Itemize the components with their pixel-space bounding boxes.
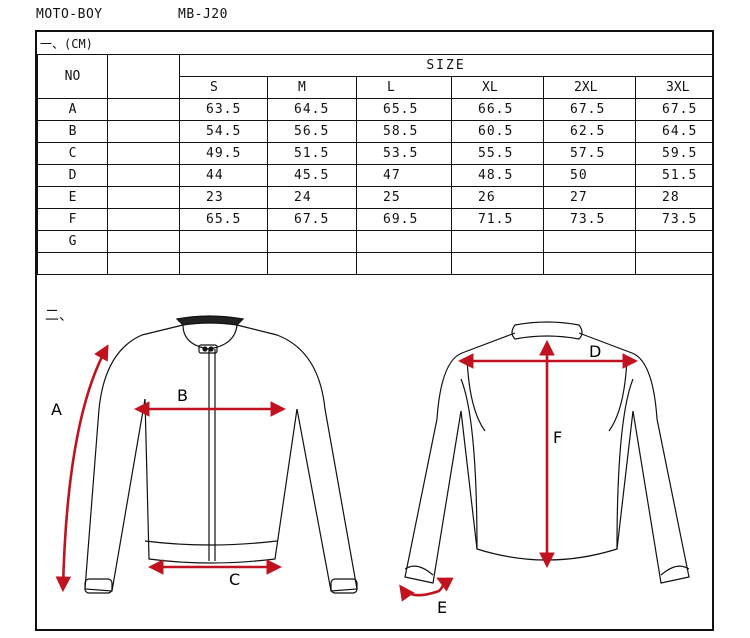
jacket-front <box>84 315 358 594</box>
brand-name: MOTO-BOY <box>36 7 103 22</box>
measurement-cell: 73.5 <box>635 208 713 231</box>
measurement-cell: 66.5 <box>451 98 544 121</box>
jacket-diagram: A B C D E F <box>51 315 690 617</box>
row-blank-cell <box>107 120 180 143</box>
measurement-cell: 67.5 <box>543 98 636 121</box>
row-blank-cell <box>107 98 180 121</box>
row-label: G <box>37 230 108 253</box>
measurement-cell: 59.5 <box>635 142 713 165</box>
row-blank-cell <box>107 252 180 275</box>
row-label: C <box>37 142 108 165</box>
measurement-cell: 56.5 <box>267 120 357 143</box>
row-blank-cell <box>107 164 180 187</box>
size-header: SIZE <box>179 54 713 77</box>
measurement-cell: 64.5 <box>635 120 713 143</box>
table-row <box>37 252 713 275</box>
measurement-cell: 24 <box>267 186 357 209</box>
row-blank-cell <box>107 142 180 165</box>
label-c: C <box>229 570 240 589</box>
row-label: B <box>37 120 108 143</box>
measurement-cell <box>356 252 452 275</box>
measurement-cell <box>356 230 452 253</box>
measurement-arrows <box>55 339 639 602</box>
measurement-cell: 60.5 <box>451 120 544 143</box>
measurement-cell <box>179 252 268 275</box>
measurement-cell <box>635 252 713 275</box>
measurement-cell <box>543 230 636 253</box>
measurement-cell: 44 <box>179 164 268 187</box>
model-number: MB-J20 <box>178 7 228 22</box>
measurement-cell: 67.5 <box>267 208 357 231</box>
measurement-cell: 58.5 <box>356 120 452 143</box>
label-b: B <box>177 386 188 405</box>
measurement-cell: 57.5 <box>543 142 636 165</box>
measurement-cell: 50 <box>543 164 636 187</box>
measurement-cell: 55.5 <box>451 142 544 165</box>
label-f: F <box>553 428 562 447</box>
measurement-cell <box>267 230 357 253</box>
measurement-cell: 73.5 <box>543 208 636 231</box>
measurement-cell: 54.5 <box>179 120 268 143</box>
size-col-m: M <box>267 76 357 99</box>
measurement-cell <box>543 252 636 275</box>
measurement-cell: 48.5 <box>451 164 544 187</box>
row-label: D <box>37 164 108 187</box>
row-label: F <box>37 208 108 231</box>
measurement-cell: 51.5 <box>267 142 357 165</box>
measurement-cell: 69.5 <box>356 208 452 231</box>
measurement-cell: 26 <box>451 186 544 209</box>
measurement-cell: 49.5 <box>179 142 268 165</box>
label-d: D <box>589 342 601 361</box>
measurement-cell: 45.5 <box>267 164 357 187</box>
section2-title: 二、 <box>45 308 73 324</box>
measurement-cell: 28 <box>635 186 713 209</box>
measurement-cell: 67.5 <box>635 98 713 121</box>
measurement-cell: 51.5 <box>635 164 713 187</box>
row-blank-cell <box>107 230 180 253</box>
measurement-cell: 47 <box>356 164 452 187</box>
measurement-cell: 62.5 <box>543 120 636 143</box>
measurement-cell: 71.5 <box>451 208 544 231</box>
blank-header <box>107 54 180 99</box>
row-blank-cell <box>107 208 180 231</box>
arrow-e <box>399 577 454 602</box>
measurement-cell <box>267 252 357 275</box>
label-e: E <box>437 598 447 617</box>
arrow-a <box>55 344 109 593</box>
row-blank-cell <box>107 186 180 209</box>
measurement-cell <box>451 252 544 275</box>
section1-title: 一、(CM) <box>40 37 93 51</box>
measurement-cell: 63.5 <box>179 98 268 121</box>
size-col-s: S <box>179 76 268 99</box>
size-col-l: L <box>356 76 452 99</box>
size-col-2xl: 2XL <box>543 76 636 99</box>
label-a: A <box>51 400 62 419</box>
measurement-cell <box>451 230 544 253</box>
measurement-cell: 64.5 <box>267 98 357 121</box>
measurement-cell: 65.5 <box>356 98 452 121</box>
table-row: G <box>37 230 713 253</box>
size-col-3xl: 3XL <box>635 76 713 99</box>
no-header: NO <box>37 54 108 99</box>
measurement-cell: 25 <box>356 186 452 209</box>
measurement-cell: 65.5 <box>179 208 268 231</box>
measurement-cell <box>635 230 713 253</box>
measurement-cell: 23 <box>179 186 268 209</box>
measurement-cell <box>179 230 268 253</box>
size-col-xl: XL <box>451 76 544 99</box>
measurement-cell: 27 <box>543 186 636 209</box>
row-label: E <box>37 186 108 209</box>
measurement-cell: 53.5 <box>356 142 452 165</box>
row-label <box>37 252 108 275</box>
row-label: A <box>37 98 108 121</box>
